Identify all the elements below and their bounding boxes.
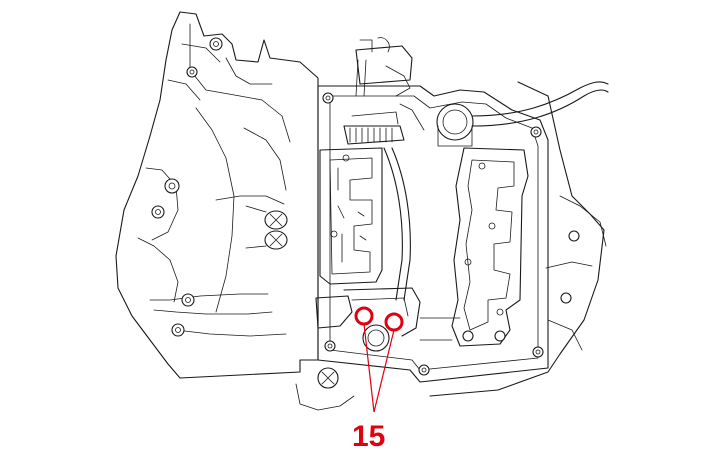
lower-plate-ports [315, 287, 461, 352]
transmission-housing [115, 11, 355, 411]
callout-leaders [363, 323, 395, 413]
leader-line-right [373, 329, 395, 413]
valve-body-plate [317, 85, 549, 383]
rear-housing-and-cable [429, 81, 609, 397]
filter-port [436, 103, 474, 147]
right-channel-block [451, 147, 529, 347]
electrical-connector [355, 37, 413, 97]
highlight-circle-left [354, 306, 374, 326]
highlight-circle-right [384, 312, 404, 332]
center-ribs [383, 103, 425, 301]
leader-line-left [363, 323, 375, 413]
left-channel-block [319, 147, 383, 285]
callout-label: 15 [352, 420, 386, 453]
solenoid-gear-strip [343, 111, 405, 145]
